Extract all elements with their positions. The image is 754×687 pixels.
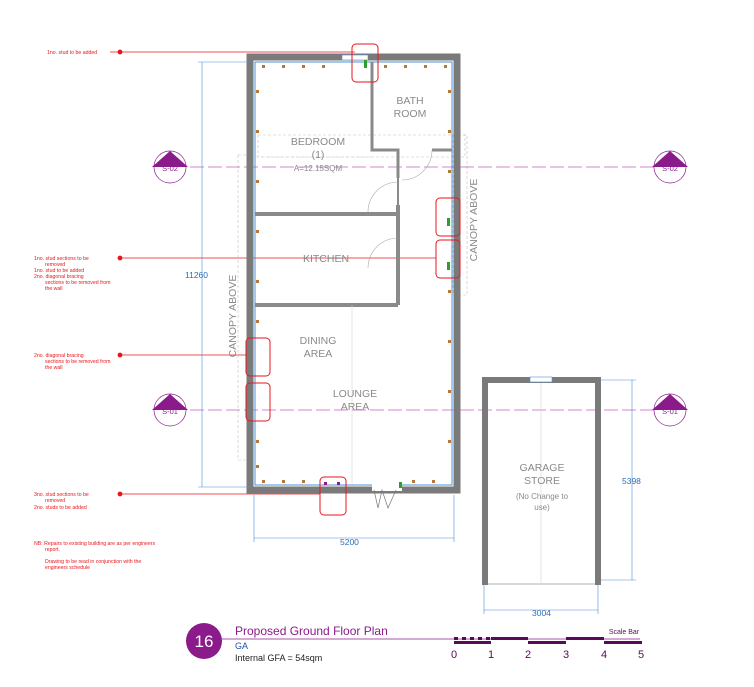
svg-text:sections to be removed from: sections to be removed from — [45, 280, 110, 286]
svg-text:2no. studs to be added: 2no. studs to be added — [34, 505, 87, 511]
dimension-lines — [198, 61, 636, 614]
svg-text:S-01: S-01 — [662, 407, 678, 416]
svg-text:use): use) — [534, 503, 550, 512]
scale-tick-4: 4 — [601, 649, 607, 661]
label-lounge: LOUNGE — [333, 388, 377, 400]
scale-tick-3: 3 — [563, 649, 569, 661]
svg-text:removed: removed — [45, 262, 65, 268]
dim-building-width: 5200 — [340, 537, 359, 547]
svg-text:1no. stud to be added: 1no. stud to be added — [34, 268, 84, 274]
svg-text:AREA: AREA — [304, 348, 333, 360]
section-marker-s02-right: S-02 — [652, 150, 688, 184]
svg-text:the wall: the wall — [45, 365, 63, 371]
svg-text:NB: Repairs to existing buildi: NB: Repairs to existing building are as … — [34, 541, 156, 547]
scale-bar: Scale Bar 0 1 2 3 4 5 — [451, 629, 644, 661]
building-walls — [246, 53, 461, 509]
svg-text:S-02: S-02 — [162, 164, 178, 173]
section-lines — [190, 166, 655, 411]
scale-tick-0: 0 — [451, 649, 457, 661]
green-stud-marks — [324, 60, 450, 488]
label-bedroom: BEDROOM — [291, 136, 345, 148]
drawing-number-badge — [186, 623, 222, 659]
note-entrance-studs: 3no. stud sections to be removed 2no. st… — [34, 492, 89, 511]
room-labels: BATH ROOM BEDROOM (1) A=12.15SQM KITCHEN… — [227, 95, 480, 413]
note-kitchen-studs: 1no. stud sections to be removed 1no. st… — [34, 256, 110, 292]
label-kitchen: KITCHEN — [303, 253, 349, 265]
label-canopy-left: CANOPY ABOVE — [227, 275, 239, 358]
label-dining: DINING — [300, 335, 337, 347]
svg-text:the wall: the wall — [45, 286, 63, 292]
drawing-code: GA — [235, 641, 248, 651]
title-block: 16 Proposed Ground Floor Plan GA Interna… — [186, 623, 640, 663]
svg-text:S-02: S-02 — [662, 164, 678, 173]
label-garage: GARAGE — [520, 462, 565, 474]
markup-notes: 1no. stud to be added 1no. stud sections… — [34, 49, 436, 571]
dim-garage-length: 5398 — [622, 476, 641, 486]
svg-text:engineers schedule: engineers schedule — [45, 565, 90, 571]
note-stud-added: 1no. stud to be added — [47, 50, 97, 56]
svg-text:report.: report. — [45, 547, 60, 553]
svg-text:STORE: STORE — [524, 475, 560, 487]
note-nb: NB: Repairs to existing building are as … — [34, 541, 156, 571]
label-canopy-right: CANOPY ABOVE — [468, 179, 480, 262]
svg-text:(1): (1) — [312, 149, 325, 161]
scale-tick-1: 1 — [488, 649, 494, 661]
svg-text:S-01: S-01 — [162, 407, 178, 416]
drawing-title: Proposed Ground Floor Plan — [235, 624, 388, 638]
dim-building-length: 11260 — [185, 270, 208, 280]
svg-text:Drawing to be read in conjunct: Drawing to be read in conjunction with t… — [45, 559, 141, 565]
dim-garage-width: 3004 — [532, 608, 551, 618]
svg-text:2no. diagonal bracing: 2no. diagonal bracing — [34, 353, 84, 359]
svg-text:3no. stud sections to be: 3no. stud sections to be — [34, 492, 89, 498]
markup-boxes — [245, 43, 461, 516]
label-garage-note: (No Change to — [516, 492, 569, 501]
svg-text:1no. stud sections to be: 1no. stud sections to be — [34, 256, 89, 262]
section-marker-s02-left: S-02 — [152, 150, 188, 184]
drawing-number: 16 — [195, 632, 214, 651]
label-bathroom: BATH — [396, 95, 423, 107]
svg-text:removed: removed — [45, 498, 65, 504]
svg-text:AREA: AREA — [341, 401, 370, 413]
scale-tick-2: 2 — [525, 649, 531, 661]
scale-tick-5: 5 — [638, 649, 644, 661]
scale-bar-label: Scale Bar — [609, 629, 640, 636]
section-marker-s01-right: S-01 — [652, 393, 688, 427]
svg-text:sections to be removed from: sections to be removed from — [45, 359, 110, 365]
svg-text:ROOM: ROOM — [394, 108, 427, 120]
label-bedroom-area: A=12.15SQM — [294, 164, 343, 173]
internal-gfa: Internal GFA = 54sqm — [235, 653, 322, 663]
section-marker-s01-left: S-01 — [152, 393, 188, 427]
garage-walls — [482, 376, 601, 585]
note-dining-bracing: 2no. diagonal bracing sections to be rem… — [34, 353, 110, 371]
stud-markers — [256, 65, 451, 483]
svg-text:2no. diagonal bracing: 2no. diagonal bracing — [34, 274, 84, 280]
